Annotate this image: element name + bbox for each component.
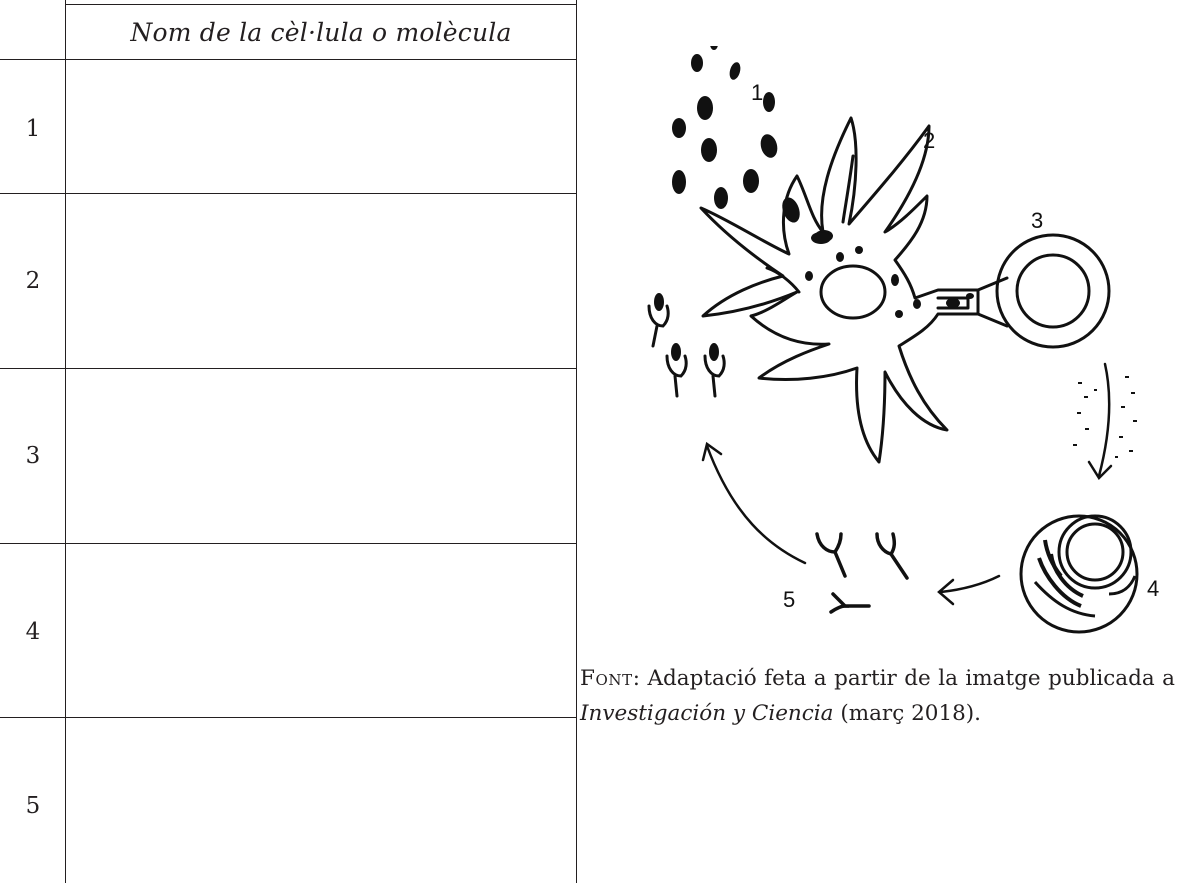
arrow-4-to-5 — [937, 574, 1001, 606]
row-number: 3 — [25, 443, 41, 469]
arrow-5-to-antigen — [701, 441, 807, 565]
antibodies — [815, 532, 909, 614]
figure-label-5: 5 — [783, 587, 795, 612]
answer-cell-1[interactable] — [67, 60, 575, 193]
table-row-divider — [0, 368, 577, 369]
plasma-cell — [1019, 514, 1139, 634]
antigen-antibody-complexes — [647, 304, 726, 398]
row-number: 4 — [25, 619, 41, 645]
figure-label-4: 4 — [1147, 576, 1159, 601]
answer-cell-4[interactable] — [67, 544, 575, 717]
cytokine-dots — [1073, 376, 1137, 458]
caption-source-title: Investigación y Ciencia — [580, 701, 834, 726]
row-number: 1 — [25, 116, 41, 142]
table-border-left — [65, 0, 66, 883]
figure-label-1: 1 — [751, 80, 763, 105]
answer-cell-5[interactable] — [67, 718, 575, 883]
immune-response-figure: 1 2 3 — [583, 19, 1183, 646]
dendritic-cell — [699, 116, 1009, 464]
table-row-divider — [0, 59, 577, 60]
answer-cell-3[interactable] — [67, 369, 575, 543]
row-number: 5 — [25, 793, 41, 819]
table-row-divider — [0, 543, 577, 544]
table-border-top — [65, 4, 577, 5]
lymphocyte — [995, 233, 1111, 349]
figure-label-2: 2 — [923, 128, 935, 153]
figure-label-3: 3 — [1031, 208, 1043, 233]
caption-date: (març 2018). — [833, 701, 982, 726]
table-row-divider — [0, 717, 577, 718]
dendritic-cell-inclusions — [805, 232, 974, 318]
table-row-divider — [0, 193, 577, 194]
antigen-particles — [672, 19, 844, 262]
row-number: 2 — [25, 268, 41, 294]
table-header: Nom de la cèl·lula o molècula — [130, 18, 512, 47]
answer-cell-2[interactable] — [67, 194, 575, 368]
table-border-middle — [576, 0, 577, 883]
caption-source-label: Font — [580, 666, 633, 691]
arrow-3-to-4 — [1087, 362, 1113, 480]
bound-antigen — [654, 293, 719, 361]
caption-text: : Adaptació feta a partir de la imatge p… — [632, 666, 1175, 691]
figure-caption: Font: Adaptació feta a partir de la imat… — [580, 661, 1175, 731]
